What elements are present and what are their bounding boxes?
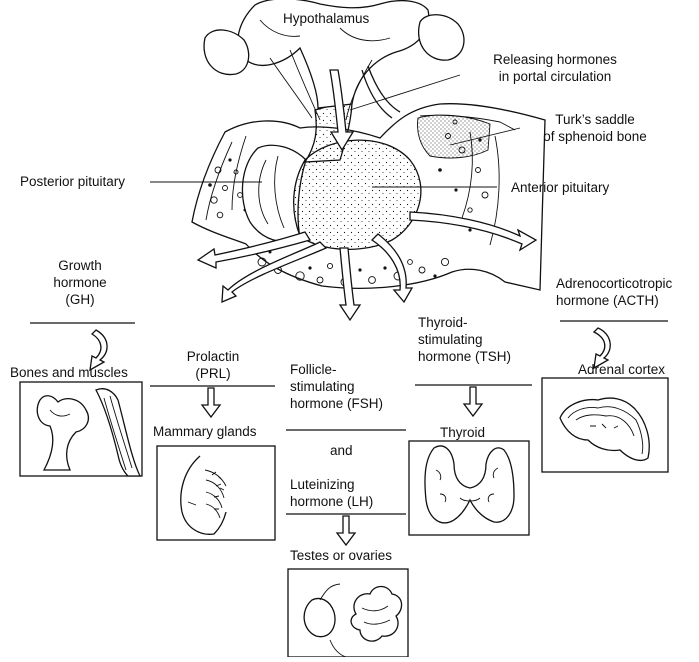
- label-turks-line2: of sphenoid bone: [525, 128, 665, 145]
- label-thyroid: Thyroid: [440, 424, 485, 441]
- label-anterior-pituitary: Anterior pituitary: [511, 179, 609, 196]
- label-testes-ovaries: Testes or ovaries: [290, 547, 392, 564]
- label-fsh-line3: hormone (FSH): [290, 395, 383, 412]
- label-tsh-line2: stimulating: [418, 331, 511, 348]
- label-gh-line3: (GH): [35, 291, 125, 308]
- label-prolactin: Prolactin (PRL): [168, 348, 258, 382]
- label-releasing-hormones: Releasing hormones in portal circulation: [470, 51, 640, 85]
- label-and: and: [330, 442, 353, 459]
- label-tsh: Thyroid- stimulating hormone (TSH): [418, 314, 511, 365]
- label-acth: Adrenocorticotropic hormone (ACTH): [556, 275, 672, 309]
- pituitary-illustration: [150, 0, 545, 320]
- label-hypothalamus: Hypothalamus: [283, 10, 369, 27]
- tsh-to-thyroid-arrow: [464, 387, 482, 416]
- label-gh-line1: Growth: [35, 257, 125, 274]
- label-fsh-line2: stimulating: [290, 378, 383, 395]
- label-bones-muscles: Bones and muscles: [10, 364, 128, 381]
- label-prl-line2: (PRL): [168, 365, 258, 382]
- thyroid-drawing: [425, 446, 514, 523]
- label-prl-line1: Prolactin: [168, 348, 258, 365]
- label-fsh-line1: Follicle-: [290, 361, 383, 378]
- label-fsh: Follicle- stimulating hormone (FSH): [290, 361, 383, 412]
- label-lh: Luteinizing hormone (LH): [290, 476, 373, 510]
- label-acth-line1: Adrenocorticotropic: [556, 275, 672, 292]
- label-acth-line2: hormone (ACTH): [556, 292, 672, 309]
- label-adrenal-cortex: Adrenal cortex: [578, 361, 665, 378]
- gonads-drawing: [304, 584, 401, 657]
- mammary-drawing: [181, 456, 226, 534]
- label-turks-line1: Turk’s saddle: [525, 111, 665, 128]
- label-growth-hormone: Growth hormone (GH): [35, 257, 125, 308]
- fshlh-to-gonads-arrow: [337, 516, 355, 545]
- label-posterior-pituitary: Posterior pituitary: [20, 173, 125, 190]
- label-lh-line1: Luteinizing: [290, 476, 373, 493]
- adrenal-drawing: [560, 398, 649, 460]
- turks-saddle-cavity: [418, 115, 491, 158]
- label-tsh-line1: Thyroid-: [418, 314, 511, 331]
- label-mammary-glands: Mammary glands: [153, 423, 257, 440]
- label-turks-saddle: Turk’s saddle of sphenoid bone: [525, 111, 665, 145]
- label-gh-line2: hormone: [35, 274, 125, 291]
- label-tsh-line3: hormone (TSH): [418, 348, 511, 365]
- label-releasing-line2: in portal circulation: [470, 68, 640, 85]
- label-releasing-line1: Releasing hormones: [470, 51, 640, 68]
- label-lh-line2: hormone (LH): [290, 493, 373, 510]
- prl-to-mammary-arrow: [202, 388, 220, 417]
- bone-muscle-drawing: [37, 389, 140, 476]
